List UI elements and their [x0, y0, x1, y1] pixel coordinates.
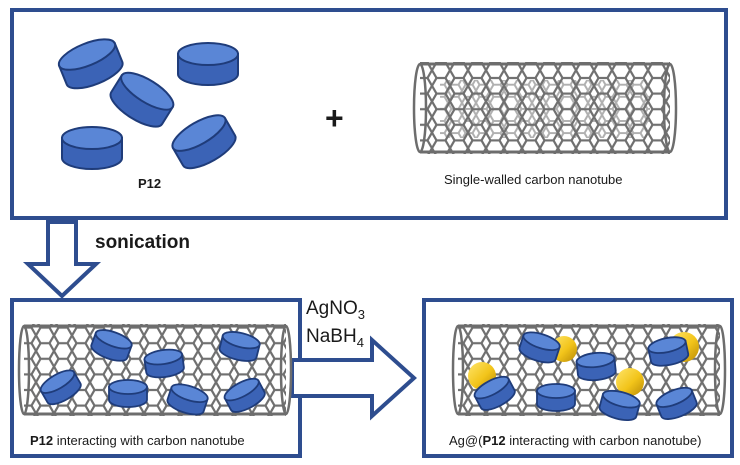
caption-rest: interacting with carbon nanotube: [53, 433, 245, 448]
p12-cylinder: [61, 126, 123, 170]
caption-p12-bold: P12: [30, 433, 54, 448]
agno3-subscript: 3: [357, 306, 365, 322]
reduction-arrow: [290, 335, 417, 421]
sonication-label: sonication: [95, 232, 191, 253]
p12-cylinder: [574, 350, 618, 383]
agno3-base: AgNO: [306, 298, 358, 319]
bottom-left-caption: P12 interacting with carbon nanotube: [30, 433, 245, 448]
nabh4-label: NaBH4: [306, 326, 364, 350]
agno3-label: AgNO3: [306, 298, 365, 322]
p12-cylinder: [166, 107, 242, 176]
caption-p12-bold: P12: [482, 433, 506, 448]
bottom-right-caption: Ag@(P12 interacting with carbon nanotube…: [449, 433, 701, 448]
p12-cylinder: [108, 379, 148, 408]
nabh4-base: NaBH: [306, 326, 357, 347]
nanotube-label: Single-walled carbon nanotube: [444, 172, 623, 187]
sonication-arrow: [22, 220, 102, 299]
plus-sign: +: [325, 100, 344, 136]
caption-prefix: Ag@(: [449, 433, 483, 448]
silver-nanoparticle: [616, 368, 644, 396]
nabh4-subscript: 4: [356, 334, 364, 350]
p12-cylinder: [177, 42, 239, 86]
p12-cylinder: [536, 383, 576, 412]
p12-cylinder: [104, 64, 180, 135]
carbon-nanotube: [412, 62, 678, 154]
p12-label: P12: [138, 176, 162, 191]
caption-rest: interacting with carbon nanotube): [505, 433, 702, 448]
